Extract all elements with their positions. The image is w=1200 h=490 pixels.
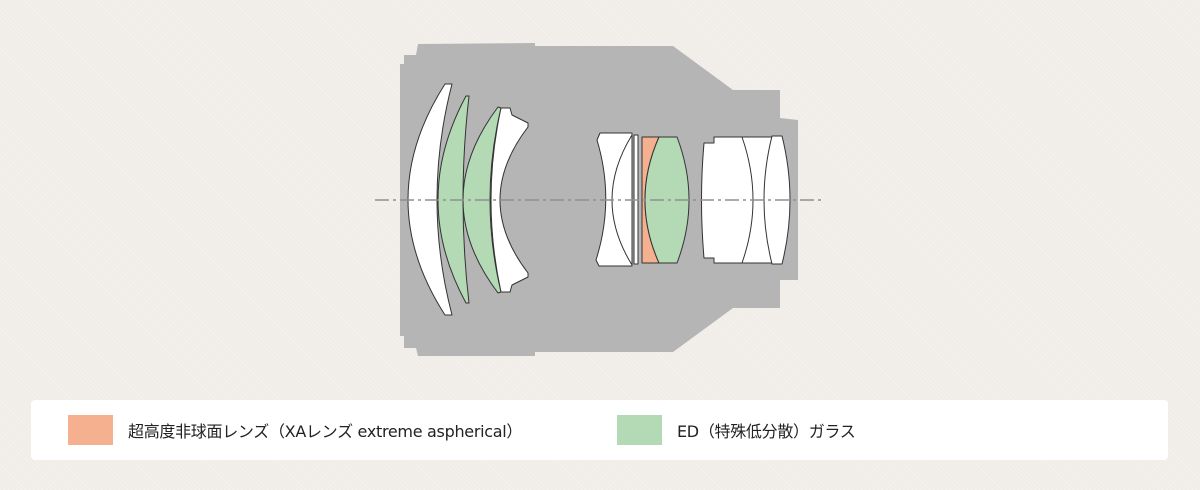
xa-swatch bbox=[68, 415, 113, 445]
legend-item-xa: 超高度非球面レンズ（XAレンズ extreme aspherical） bbox=[68, 415, 522, 445]
legend-label-xa: 超高度非球面レンズ（XAレンズ extreme aspherical） bbox=[128, 422, 523, 441]
legend-label-ed: ED（特殊低分散）ガラス bbox=[677, 422, 856, 441]
lens-element-4 bbox=[490, 107, 529, 293]
lens-element-ed bbox=[644, 136, 690, 264]
lens-diagram bbox=[375, 43, 822, 356]
legend: 超高度非球面レンズ（XAレンズ extreme aspherical） ED（特… bbox=[31, 400, 1168, 460]
legend-item-ed: ED（特殊低分散）ガラス bbox=[617, 415, 856, 445]
ed-swatch bbox=[617, 415, 662, 445]
